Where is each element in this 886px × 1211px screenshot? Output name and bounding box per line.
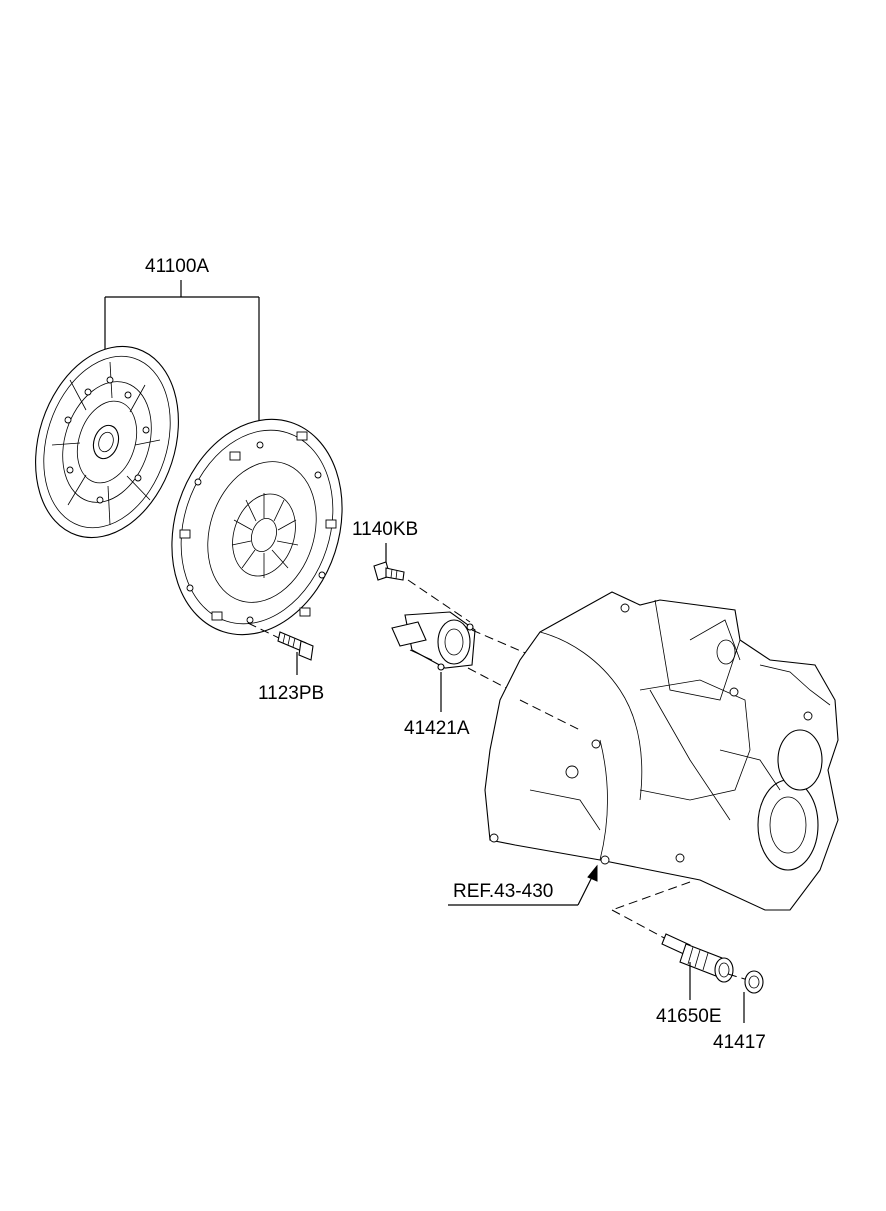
bracket-41100A [104, 280, 260, 432]
pressure-plate [171, 418, 343, 636]
label-41650E: 41650E [656, 1006, 722, 1027]
label-1123PB: 1123PB [258, 683, 324, 704]
reference-leader [448, 864, 598, 906]
label-41421A: 41421A [404, 718, 470, 739]
label-ref-43-430: REF.43-430 [453, 881, 553, 902]
label-41100A: 41100A [145, 256, 209, 277]
fitting-41650E [611, 881, 734, 1000]
bolt-1140KB [373, 543, 471, 623]
label-41417: 41417 [713, 1032, 766, 1053]
label-1140KB: 1140KB [352, 519, 418, 540]
cap-41417 [727, 970, 764, 1023]
release-cylinder-41421A [391, 611, 531, 712]
bolt-1123PB [247, 622, 314, 675]
transaxle-housing [484, 591, 839, 911]
clutch-disc [35, 345, 179, 539]
